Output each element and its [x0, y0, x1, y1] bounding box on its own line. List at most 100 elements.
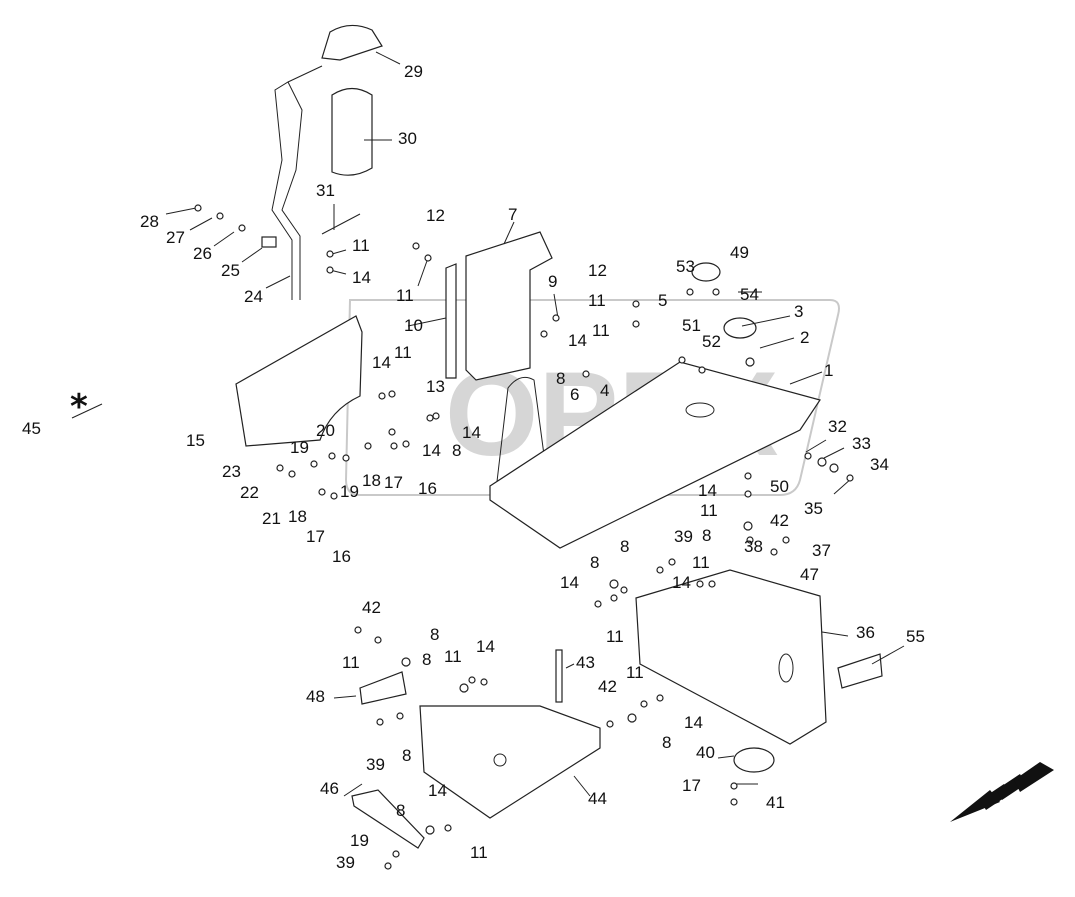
callout-8g: 8: [422, 650, 431, 669]
callout-14f: 14: [698, 481, 717, 500]
callout-8c: 8: [702, 526, 711, 545]
callout-14h: 14: [672, 573, 691, 592]
callout-41: 41: [766, 793, 785, 812]
callout-8h: 8: [662, 733, 671, 752]
callout-50: 50: [770, 477, 789, 496]
part-6-rollbar: [495, 376, 547, 491]
callout-22: 22: [240, 483, 259, 502]
callout-14i: 14: [476, 637, 495, 656]
callout-11c: 11: [588, 291, 606, 310]
callout-11f: 11: [700, 501, 718, 520]
fasteners: [194, 204, 854, 870]
callout-47: 47: [800, 565, 819, 584]
callout-11k: 11: [626, 663, 644, 682]
callout-11e: 11: [394, 343, 412, 362]
callout-8i: 8: [402, 746, 411, 765]
callout-8f: 8: [430, 625, 439, 644]
part-31-rod: [321, 213, 361, 235]
callout-7: 7: [508, 205, 517, 224]
callout-21: 21: [262, 509, 281, 528]
callout-42b: 42: [362, 598, 381, 617]
callout-3: 3: [794, 302, 803, 321]
part-3-cap: [723, 317, 757, 339]
callout-30: 30: [398, 129, 417, 148]
callout-45: 45: [22, 419, 41, 438]
callout-40: 40: [696, 743, 715, 762]
part-15-fender: [235, 315, 363, 447]
part-43-strip: [555, 649, 563, 703]
parts: [235, 24, 883, 849]
callout-29: 29: [404, 62, 423, 81]
callout-14b: 14: [568, 331, 587, 350]
part-36-side-panel: [635, 569, 827, 745]
callout-31: 31: [316, 181, 335, 200]
callout-19c: 19: [350, 831, 369, 850]
callout-2: 2: [800, 328, 809, 347]
part-49-disc: [691, 262, 721, 282]
callout-14d: 14: [462, 423, 481, 442]
callout-39c: 39: [336, 853, 355, 872]
part-55-bracket: [837, 653, 883, 689]
callout-55: 55: [906, 627, 925, 646]
callout-4: 4: [600, 381, 609, 400]
callout-11l: 11: [470, 843, 488, 862]
callout-18b: 18: [288, 507, 307, 526]
callout-53: 53: [676, 257, 695, 276]
part-25-block: [261, 236, 277, 248]
callout-16a: 16: [418, 479, 437, 498]
leader-lines: [71, 51, 905, 797]
callout-9: 9: [548, 272, 557, 291]
callout-33: 33: [852, 434, 871, 453]
callout-13: 13: [426, 377, 445, 396]
direction-arrow: [950, 762, 1054, 822]
callout-14e: 14: [422, 441, 441, 460]
part-44-box: [419, 705, 601, 819]
callout-17a: 17: [384, 473, 403, 492]
callout-11d: 11: [592, 321, 610, 340]
callout-24: 24: [244, 287, 263, 306]
callout-17c: 17: [682, 776, 701, 795]
callout-11a: 11: [352, 236, 370, 255]
callout-39a: 39: [674, 527, 693, 546]
callout-11h: 11: [606, 627, 624, 646]
callout-10: 10: [404, 316, 423, 335]
callout-8b: 8: [452, 441, 461, 460]
callout-14c: 14: [372, 353, 391, 372]
callout-5: 5: [658, 291, 667, 310]
callout-14a: 14: [352, 268, 371, 287]
callout-28: 28: [140, 212, 159, 231]
callout-35: 35: [804, 499, 823, 518]
callout-43: 43: [576, 653, 595, 672]
callout-16b: 16: [332, 547, 351, 566]
callouts: 29 30 31 28 27 26 25 24 11 14 12 11 7 10…: [22, 62, 925, 872]
part-40-disc: [733, 747, 775, 773]
callout-52: 52: [702, 332, 721, 351]
callout-26: 26: [193, 244, 212, 263]
callout-38: 38: [744, 537, 763, 556]
callout-8e: 8: [590, 553, 599, 572]
part-30-cover: [331, 87, 373, 176]
asterisk-marker: *: [70, 387, 88, 427]
callout-8a: 8: [556, 369, 565, 388]
callout-8d: 8: [620, 537, 629, 556]
callout-37: 37: [812, 541, 831, 560]
callout-23: 23: [222, 462, 241, 481]
callout-49: 49: [730, 243, 749, 262]
callout-15: 15: [186, 431, 205, 450]
callout-44: 44: [588, 789, 607, 808]
part-7-frame: [465, 231, 553, 381]
callout-27: 27: [166, 228, 185, 247]
callout-14g: 14: [560, 573, 579, 592]
callout-39b: 39: [366, 755, 385, 774]
part-29-cap: [321, 24, 383, 61]
callout-12a: 12: [426, 206, 445, 225]
callout-14j: 14: [684, 713, 703, 732]
callout-14k: 14: [428, 781, 447, 800]
part-48-bracket: [359, 671, 407, 705]
callout-42c: 42: [598, 677, 617, 696]
callout-12b: 12: [588, 261, 607, 280]
callout-36: 36: [856, 623, 875, 642]
callout-11i: 11: [342, 653, 360, 672]
callout-18a: 18: [362, 471, 381, 490]
